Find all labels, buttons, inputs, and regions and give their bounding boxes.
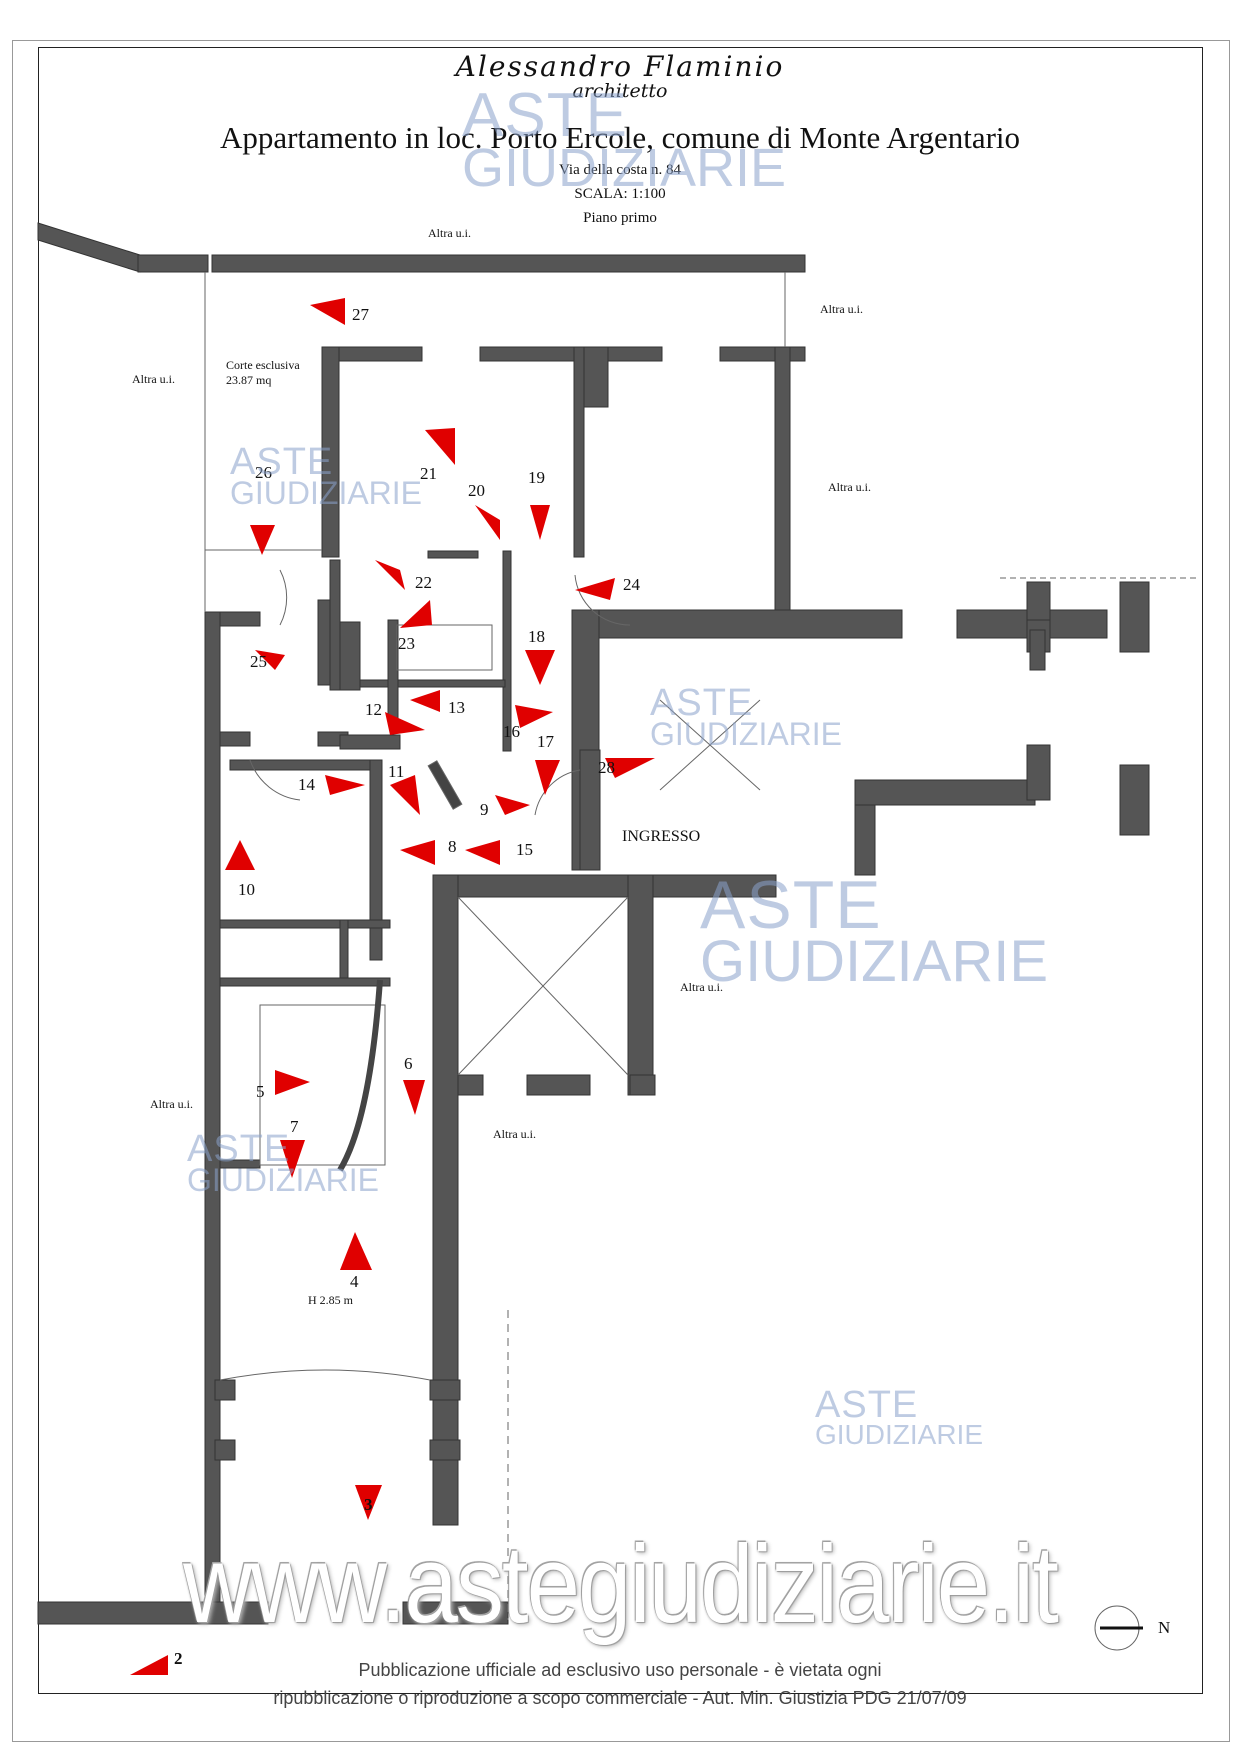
marker-number: 24 (623, 575, 640, 594)
marker-number: 27 (352, 305, 369, 324)
north-label: N (1158, 1618, 1171, 1637)
label-ingresso: INGRESSO (622, 828, 701, 845)
marker-number: 22 (415, 573, 432, 592)
marker-3 (355, 1485, 382, 1520)
marker-21 (425, 428, 455, 465)
marker-18 (525, 650, 555, 685)
label-altra-right: Altra u.i. (828, 480, 871, 494)
label-altra-center: Altra u.i. (680, 980, 723, 994)
marker-20 (475, 505, 500, 540)
marker-number: 5 (256, 1082, 265, 1101)
marker-28 (605, 758, 655, 778)
plan-title: Appartamento in loc. Porto Ercole, comun… (219, 120, 1021, 155)
marker-number: 7 (290, 1117, 299, 1136)
marker-number: 6 (404, 1054, 413, 1073)
floor-label: Piano primo (583, 210, 657, 226)
label-height: H 2.85 m (308, 1293, 353, 1307)
watermark-site: www.astegiudiziarie.it (183, 1522, 1059, 1646)
legal-notice-line-1: Pubblicazione ufficiale ad esclusivo uso… (358, 1660, 882, 1680)
marker-19 (530, 505, 550, 540)
author-role: architetto (572, 80, 668, 102)
marker-27 (310, 298, 345, 325)
label-corte: Corte esclusiva (226, 358, 300, 372)
marker-number: 4 (350, 1272, 359, 1291)
marker-4 (340, 1232, 372, 1270)
marker-22 (375, 560, 405, 590)
drawing-frame (38, 47, 1203, 1694)
label-altra-lower: Altra u.i. (493, 1127, 536, 1141)
marker-5 (275, 1070, 310, 1095)
marker-16 (515, 705, 553, 728)
marker-6 (403, 1080, 425, 1115)
walls (37, 222, 1150, 1625)
marker-number: 25 (250, 652, 267, 671)
marker-26 (250, 525, 275, 555)
marker-13 (410, 690, 440, 712)
marker-number: 3 (364, 1495, 373, 1514)
marker-number: 20 (468, 481, 485, 500)
marker-number: 19 (528, 468, 545, 487)
marker-17 (535, 760, 560, 795)
marker-8b (465, 840, 500, 865)
author-name: Alessandro Flaminio (455, 50, 785, 83)
legal-notice-line-2: ripubblicazione o riproduzione a scopo c… (273, 1688, 967, 1708)
label-altra-top: Altra u.i. (428, 226, 471, 240)
marker-number: 10 (238, 880, 255, 899)
label-altra-lower-left: Altra u.i. (150, 1097, 193, 1111)
marker-2 (130, 1655, 168, 1675)
marker-number: 23 (398, 634, 415, 653)
marker-number: 21 (420, 464, 437, 483)
marker-number: 28 (598, 758, 615, 777)
marker-10 (225, 840, 255, 870)
marker-number: 2 (174, 1649, 183, 1668)
marker-8a (400, 840, 435, 865)
marker-23 (400, 600, 432, 628)
marker-25 (255, 650, 285, 670)
marker-24 (575, 578, 615, 600)
marker-number: 12 (365, 700, 382, 719)
marker-number: 9 (480, 800, 489, 819)
address: Via della costa n. 84 (559, 162, 681, 178)
marker-9 (495, 795, 530, 815)
outer-border (12, 40, 1230, 1742)
marker-number: 15 (516, 840, 533, 859)
marker-number: 8 (448, 837, 457, 856)
marker-number: 17 (537, 732, 554, 751)
marker-7 (280, 1140, 305, 1178)
marker-number: 11 (388, 762, 405, 781)
marker-14 (325, 775, 365, 795)
marker-number: 18 (528, 627, 545, 646)
marker-12 (385, 712, 425, 735)
marker-number: 13 (448, 698, 465, 717)
label-corte-area: 23.87 mq (226, 373, 272, 387)
marker-11 (390, 775, 420, 815)
camera-markers (130, 298, 655, 1675)
marker-number: 16 (503, 722, 520, 741)
label-altra-left: Altra u.i. (132, 372, 175, 386)
scale-label: SCALA: 1:100 (574, 186, 666, 202)
label-altra-top-right: Altra u.i. (820, 302, 863, 316)
marker-number: 14 (298, 775, 315, 794)
marker-number: 26 (255, 463, 272, 482)
